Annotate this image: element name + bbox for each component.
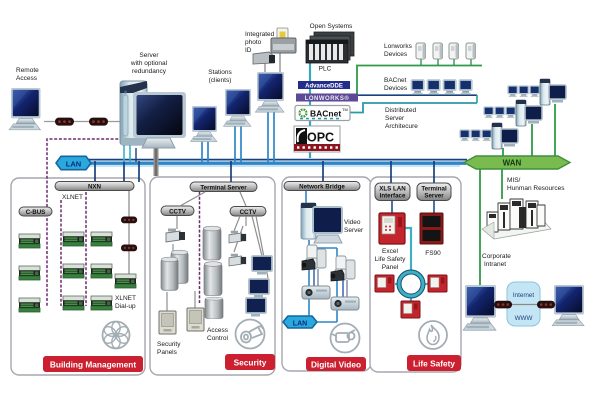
svg-text:Server: Server (139, 52, 159, 59)
svg-text:Network Bridge: Network Bridge (299, 184, 345, 191)
svg-text:Security: Security (157, 341, 181, 348)
svg-text:ID: ID (245, 47, 252, 54)
svg-text:Devices: Devices (384, 85, 408, 92)
svg-text:Distributed: Distributed (385, 107, 416, 114)
svg-text:TM: TM (342, 107, 348, 112)
svg-text:LAN: LAN (293, 320, 307, 327)
svg-text:Life Safety: Life Safety (375, 256, 406, 263)
svg-text:Stations: Stations (208, 69, 232, 76)
svg-text:Internet: Internet (513, 292, 535, 299)
svg-text:Open Systems: Open Systems (310, 23, 353, 30)
svg-text:Dial-up: Dial-up (115, 303, 136, 310)
svg-text:Panels: Panels (157, 349, 178, 356)
svg-text:OPC: OPC (307, 131, 334, 145)
svg-text:Building Management: Building Management (50, 360, 136, 370)
svg-text:FS90: FS90 (425, 250, 441, 257)
svg-text:Access: Access (16, 75, 38, 82)
svg-text:Video: Video (344, 219, 361, 226)
svg-text:photo: photo (245, 39, 262, 46)
svg-text:PLC: PLC (319, 66, 332, 73)
svg-text:Access: Access (207, 327, 229, 334)
svg-text:Server: Server (344, 227, 364, 234)
svg-text:BACnet: BACnet (310, 109, 341, 119)
svg-text:Architecure: Architecure (385, 123, 418, 130)
svg-text:CCTV: CCTV (240, 209, 258, 216)
svg-text:redundancy: redundancy (132, 68, 167, 75)
svg-text:LONWORKS®: LONWORKS® (305, 95, 350, 102)
svg-text:MIS/: MIS/ (507, 177, 521, 184)
svg-text:WAN: WAN (503, 159, 522, 168)
svg-text:Panel: Panel (382, 264, 399, 271)
svg-text:XLNET: XLNET (115, 295, 136, 302)
svg-text:Lonworks: Lonworks (384, 43, 413, 50)
svg-text:Terminal: Terminal (421, 186, 447, 193)
svg-text:LAN: LAN (66, 160, 81, 169)
svg-text:Hunman Resources: Hunman Resources (507, 185, 565, 192)
svg-text:Security: Security (234, 358, 267, 368)
svg-text:Interface: Interface (380, 193, 406, 200)
svg-text:Digital Video: Digital Video (311, 360, 361, 370)
svg-text:BACnet: BACnet (384, 77, 407, 84)
svg-text:Remote: Remote (16, 67, 39, 74)
svg-text:C-BUS: C-BUS (26, 209, 46, 216)
svg-text:Life Safety: Life Safety (413, 359, 455, 369)
svg-text:XLS LAN: XLS LAN (379, 186, 406, 193)
svg-text:Excel: Excel (382, 248, 398, 255)
svg-text:XLNET: XLNET (62, 194, 83, 201)
svg-text:with optional: with optional (130, 60, 168, 67)
svg-text:Server: Server (424, 193, 444, 200)
svg-text:Integrated: Integrated (245, 31, 275, 38)
svg-text:NXN: NXN (88, 184, 102, 191)
svg-text:WWW: WWW (515, 315, 533, 322)
svg-text:Corporate: Corporate (482, 253, 511, 260)
svg-text:Control: Control (207, 335, 229, 342)
svg-text:Server: Server (385, 115, 405, 122)
svg-text:Devices: Devices (384, 51, 408, 58)
svg-text:AdvanceDDE: AdvanceDDE (305, 83, 343, 89)
svg-text:CCTV: CCTV (169, 209, 187, 216)
svg-text:Intranet: Intranet (484, 261, 506, 268)
svg-text:Terminal Server: Terminal Server (200, 184, 247, 191)
svg-text:(clients): (clients) (209, 77, 232, 84)
